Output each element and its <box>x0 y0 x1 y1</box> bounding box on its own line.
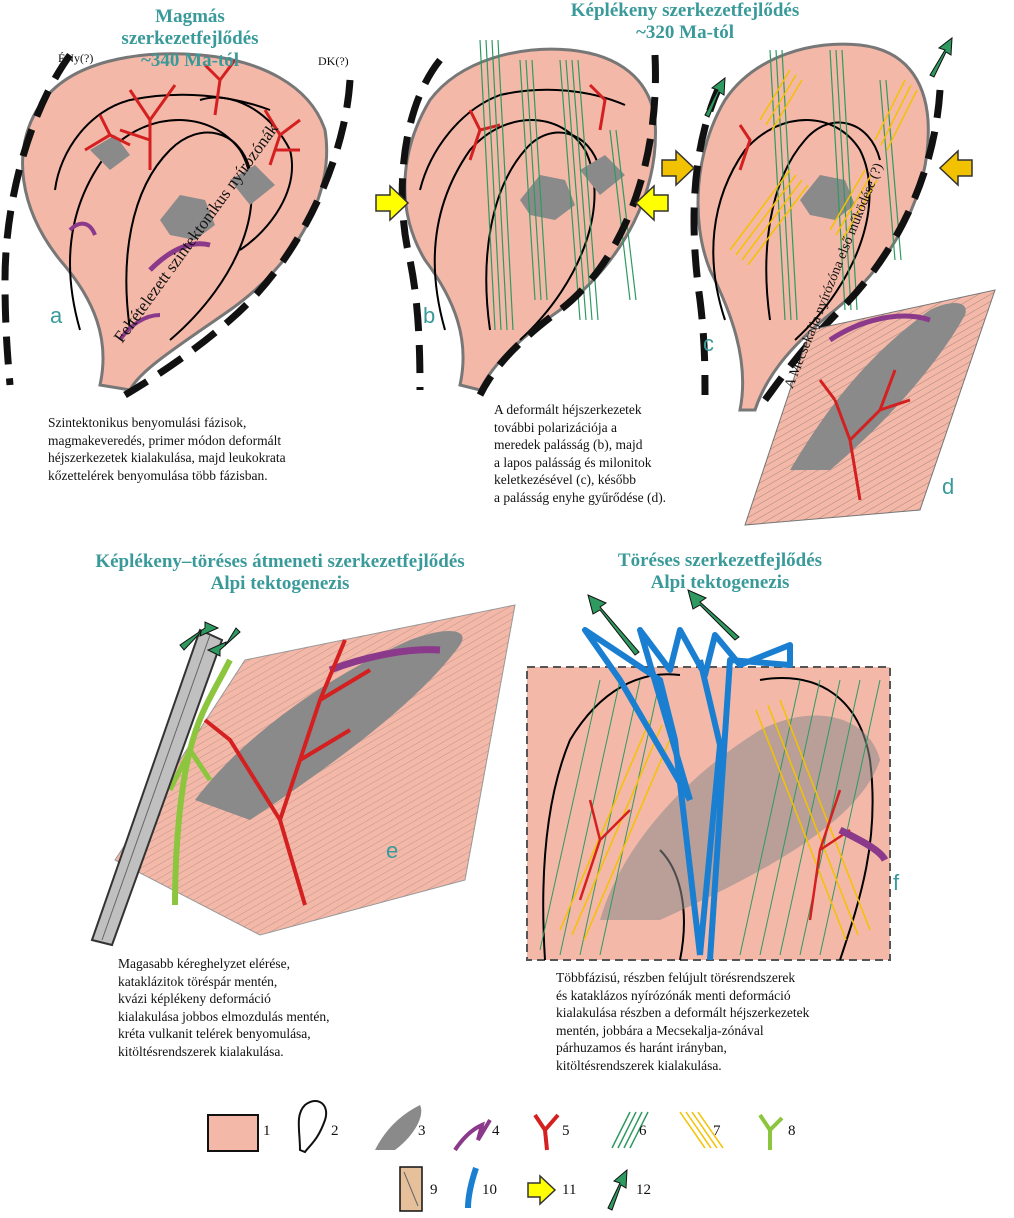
legend-swatch-6 <box>611 1111 649 1149</box>
panel-f-box <box>526 666 891 961</box>
panel-a-body <box>21 52 329 392</box>
legend-label-5: 5 <box>562 1123 570 1139</box>
panel-letter-a: a <box>50 303 63 328</box>
panel-letter-f: f <box>893 870 900 895</box>
legend-swatch-11 <box>527 1174 557 1206</box>
legend-swatch-4 <box>453 1118 492 1152</box>
caption-f: Többfázisú, részben felújult törésrendsz… <box>556 970 810 1073</box>
panel-c-shear-zone-right <box>762 89 944 403</box>
legend-swatch-2 <box>297 1100 328 1154</box>
panel-c-body <box>696 42 930 412</box>
panel-letter-c: c <box>703 331 714 356</box>
caption-a: Szintektonikus benyomulási fázisok, magm… <box>48 415 286 483</box>
legend-swatch-10 <box>465 1167 479 1209</box>
title-transition: Képlékeny–töréses átmeneti szerkezetfejl… <box>95 551 465 594</box>
legend <box>207 1100 784 1212</box>
panel-c-shear-zone-left <box>690 83 724 396</box>
legend-swatch-12 <box>607 1168 628 1211</box>
panel-c-arrow-left <box>661 149 696 187</box>
legend-label-9: 9 <box>430 1182 438 1198</box>
title-ductile: Képlékeny szerkezetfejlődés ~320 Ma-tól <box>570 0 800 43</box>
panel-f-shear-arrow-left <box>587 594 640 656</box>
legend-label-7: 7 <box>713 1123 721 1139</box>
panel-b-arrow-right <box>634 184 669 222</box>
panel-c-arrow-right <box>938 149 973 187</box>
title-brittle: Töréses szerkezetfejlődés Alpi tektogene… <box>617 550 823 593</box>
panel-e-shear-arrow-right <box>206 627 241 657</box>
panel-a-shear-zone-left <box>1 52 73 386</box>
panel-e-block <box>114 604 516 936</box>
legend-label-11: 11 <box>562 1182 577 1198</box>
panel-b-body <box>403 39 657 392</box>
caption-bcd: A deformált héjszerkezetek további polar… <box>494 402 667 505</box>
panel-e-shear-arrow-left <box>179 621 220 651</box>
direction-se-label: DK(?) <box>318 54 349 68</box>
panel-c-shear-arrow-left <box>704 76 726 118</box>
title-magmatic: Magmás szerkezetfejlődés ~340 Ma-tól <box>121 6 259 71</box>
legend-label-4: 4 <box>492 1123 500 1139</box>
direction-nw-label: ÉNy(?) <box>58 51 94 65</box>
legend-label-6: 6 <box>639 1123 647 1139</box>
legend-label-3: 3 <box>418 1123 426 1139</box>
panel-f-shear-arrow-right <box>687 589 740 641</box>
legend-swatch-5 <box>533 1113 560 1151</box>
legend-swatch-8 <box>758 1113 784 1150</box>
legend-label-2: 2 <box>331 1123 339 1139</box>
legend-label-1: 1 <box>263 1123 271 1139</box>
legend-label-12: 12 <box>636 1182 651 1198</box>
legend-swatch-1 <box>207 1114 259 1152</box>
panel-c-shear-arrow-right <box>929 36 953 78</box>
legend-swatch-7 <box>679 1111 724 1149</box>
legend-swatch-9 <box>399 1166 423 1212</box>
legend-label-8: 8 <box>788 1123 796 1139</box>
legend-label-10: 10 <box>482 1182 497 1198</box>
panel-letter-b: b <box>423 303 436 328</box>
panel-letter-e: e <box>386 838 399 863</box>
panel-b-shear-zone-left <box>398 57 443 391</box>
panel-f-fault-system <box>582 627 793 961</box>
panel-letter-d: d <box>942 474 955 499</box>
panel-e-cataclasite-pair <box>90 628 224 947</box>
panel-b-arrow-left <box>375 184 410 222</box>
panel-d-block <box>744 289 996 526</box>
caption-e: Magasabb kéreghelyzet elérése, kataklázi… <box>118 956 330 1059</box>
legend-swatch-3 <box>375 1105 422 1150</box>
panel-a-shear-zone-right <box>123 79 354 399</box>
panel-b-shear-zone-right <box>476 54 659 397</box>
